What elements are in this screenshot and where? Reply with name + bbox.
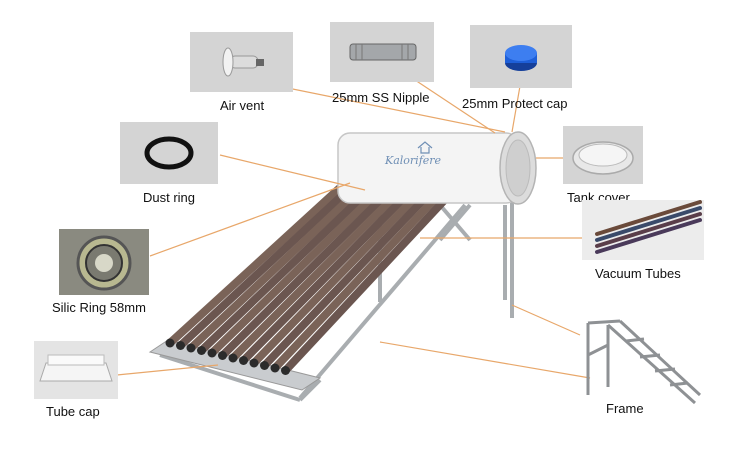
vacuum-tube-array [165,181,463,375]
vacuum-tube [166,181,347,347]
tube-cap-label: Tube cap [46,404,100,419]
tube-end-cap [239,356,248,365]
protect-cap-label: 25mm Protect cap [462,96,568,111]
vacuum-tube [176,181,358,350]
vacuum-tubes-thumbnail [582,200,704,260]
vacuum-tubes-label: Vacuum Tubes [595,266,681,281]
vacuum-tube [239,181,421,365]
vacuum-tube [218,181,400,360]
vacuum-tube [187,181,368,352]
tube-base-rail [148,339,322,391]
tube-end-cap [197,346,206,355]
silic-ring-thumbnail [59,229,149,295]
frame-label: Frame [606,401,644,416]
tube-end-cap [176,341,185,350]
protect-cap-thumbnail [470,25,572,88]
tank-cover-thumbnail [563,126,643,184]
dust-ring-icon [144,136,194,170]
vacuum-tube [208,181,389,357]
vacuum-tube [271,181,452,372]
protect-cap-icon [505,45,537,71]
tube-end-cap [228,353,238,363]
frame-icon [586,319,702,405]
tube-end-cap [165,338,175,348]
air-vent-icon [222,47,264,77]
tube-end-cap [249,358,259,368]
vacuum-tube [260,181,442,370]
vacuum-tube [229,181,410,362]
water-tank: Kalorifere [337,131,537,205]
vacuum-tube [250,181,431,367]
tube-cap-icon [39,354,113,382]
tube-end-cap [270,363,280,373]
silic-ring-icon [76,235,132,291]
ss-nipple-label: 25mm SS Nipple [332,90,430,105]
vacuum-tube [197,181,379,355]
frame-thumbnail [580,315,705,410]
dust-ring-label: Dust ring [143,190,196,205]
ss-nipple-icon [349,43,417,61]
vacuum-tubes-icon [595,200,702,254]
tube-cap-thumbnail [34,341,118,399]
tank-brand-logo: Kalorifere [384,154,442,167]
leader-lines [116,77,591,379]
tube-end-cap [218,351,227,360]
tube-end-cap [260,361,269,370]
heater-stand [159,200,514,402]
tube-end-cap [186,343,196,353]
vacuum-tube [281,181,463,375]
tank-cover-icon [572,141,634,175]
tube-end-cap [207,348,217,358]
air-vent-label: Air vent [220,98,265,113]
dust-ring-thumbnail [120,122,218,184]
house-icon [417,141,433,154]
ss-nipple-thumbnail [330,22,434,82]
air-vent-thumbnail [190,32,293,92]
tube-end-cap [281,366,290,375]
silic-ring-label: Silic Ring 58mm [52,300,146,315]
